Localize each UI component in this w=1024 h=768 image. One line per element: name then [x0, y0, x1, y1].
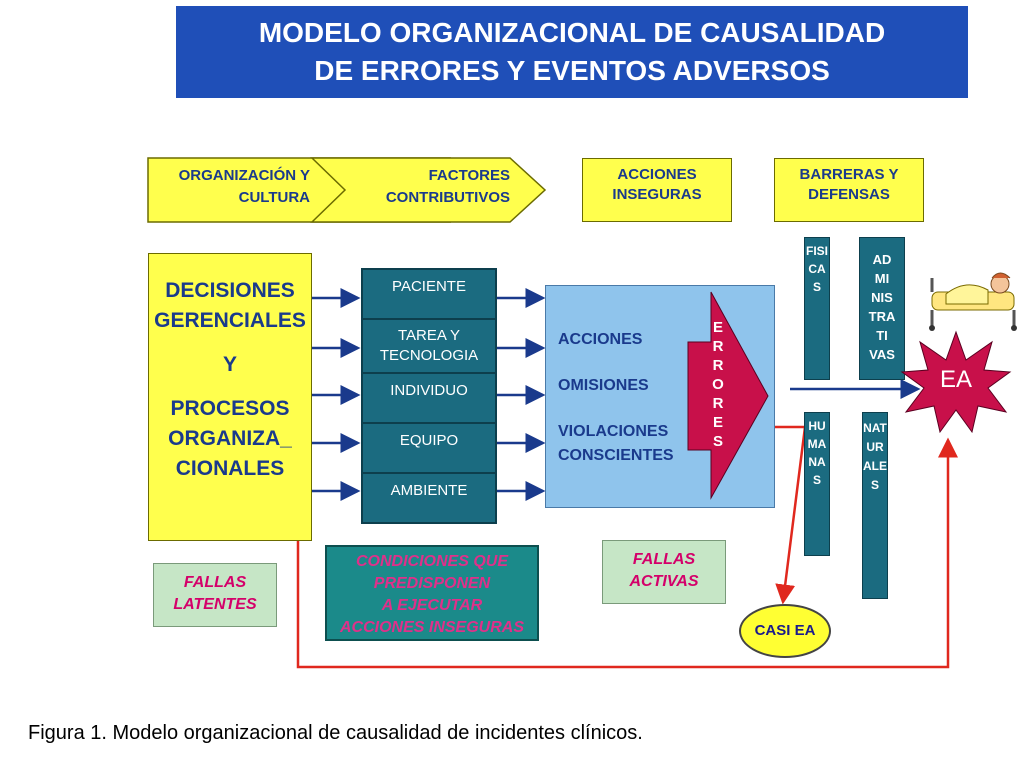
factor-tarea-line1: TAREA Y	[398, 327, 460, 344]
header-acciones-inseguras: ACCIONES INSEGURAS	[582, 158, 732, 222]
adm-line4: TRA	[868, 309, 896, 324]
fallas-latentes-line1: FALLAS	[183, 574, 247, 591]
adm-line2: MI	[874, 271, 890, 286]
decisiones-box: DECISIONES GERENCIALES Y PROCESOS ORGANI…	[148, 253, 312, 541]
barrier-naturales: NATURALES	[862, 412, 888, 599]
decisiones-line4: PROCESOS	[170, 397, 290, 420]
header-barreras-line1: BARRERAS Y	[799, 166, 899, 183]
omisiones-item: OMISIONES	[558, 377, 649, 394]
red-path-to-casi-ea	[770, 425, 807, 605]
fallas-activas-line1: FALLAS	[632, 551, 696, 568]
header-barreras-line2: DEFENSAS	[808, 186, 890, 203]
condiciones-line3: A EJECUTAR	[381, 597, 483, 614]
errores-arrow	[687, 291, 769, 500]
decisiones-line3: Y	[222, 353, 237, 376]
decisiones-line1: DECISIONES	[165, 279, 295, 302]
fallas-latentes-line2: LATENTES	[173, 596, 257, 613]
fallas-activas-label: FALLAS ACTIVAS	[602, 540, 726, 604]
errores-label: ERRORES	[712, 319, 724, 450]
header-acciones-line2: INSEGURAS	[612, 186, 702, 203]
violaciones-item-line2: CONSCIENTES	[558, 447, 674, 464]
factor-ambiente: AMBIENTE	[361, 472, 497, 524]
factor-paciente-label: PACIENTE	[392, 278, 466, 295]
factor-ambiente-label: AMBIENTE	[390, 482, 468, 499]
header-acciones-line1: ACCIONES	[617, 166, 697, 183]
red-path-latent-to-ea	[296, 437, 958, 669]
title-line-1: MODELO ORGANIZACIONAL DE CAUSALIDAD	[258, 17, 886, 48]
figure-caption: Figura 1. Modelo organizacional de causa…	[28, 722, 643, 744]
header-organizacion: ORGANIZACIÓN Y CULTURA	[150, 165, 310, 209]
factor-equipo-label: EQUIPO	[399, 432, 459, 449]
header-factores-line2: CONTRIBUTIVOS	[385, 189, 510, 206]
adm-line3: NIS	[871, 290, 893, 305]
fallas-latentes-label: FALLAS LATENTES	[153, 563, 277, 627]
condiciones-line2: PREDISPONEN	[373, 575, 491, 592]
decisiones-line2: GERENCIALES	[154, 309, 306, 332]
header-organizacion-line1: ORGANIZACIÓN Y	[178, 167, 310, 184]
header-organizacion-line2: CULTURA	[238, 189, 310, 206]
violaciones-item-line1: VIOLACIONES	[558, 423, 669, 440]
diagram-title: MODELO ORGANIZACIONAL DE CAUSALIDAD DE E…	[176, 6, 968, 98]
factor-paciente: PACIENTE	[361, 268, 497, 320]
patient-bed-icon	[929, 272, 1017, 331]
condiciones-line4: ACCIONES INSEGURAS	[339, 619, 525, 636]
header-factores-line1: FACTORES	[428, 167, 510, 184]
factor-individuo: INDIVIDUO	[361, 372, 497, 424]
ea-label: EA	[939, 366, 972, 393]
barrier-fisicas: FISICAS	[804, 237, 830, 380]
decisiones-line5: ORGANIZA_	[168, 427, 292, 450]
header-barreras-defensas: BARRERAS Y DEFENSAS	[774, 158, 924, 222]
acciones-list: ACCIONES OMISIONES VIOLACIONES CONSCIENT…	[558, 328, 674, 468]
casi-ea-ellipse: CASI EA	[739, 604, 831, 658]
header-factores: FACTORES CONTRIBUTIVOS	[360, 165, 510, 209]
condiciones-line1: CONDICIONES QUE	[355, 553, 508, 570]
adm-line6: VAS	[869, 347, 895, 362]
ea-starburst	[900, 330, 1012, 434]
barrier-administrativas: AD MI NIS TRA TI VAS	[859, 237, 905, 380]
title-line-2: DE ERRORES Y EVENTOS ADVERSOS	[314, 55, 830, 86]
adm-line1: AD	[872, 252, 892, 267]
acciones-item: ACCIONES	[558, 331, 643, 348]
factor-tarea-line2: TECNOLOGIA	[379, 347, 479, 364]
barrier-humanas: HUMANAS	[804, 412, 830, 556]
decisiones-line6: CIONALES	[175, 457, 285, 480]
factor-equipo: EQUIPO	[361, 422, 497, 474]
factor-individuo-label: INDIVIDUO	[390, 382, 468, 399]
factor-tarea: TAREA Y TECNOLOGIA	[361, 318, 497, 374]
header-chevrons	[147, 157, 547, 223]
fallas-activas-line2: ACTIVAS	[629, 573, 699, 590]
adm-line5: TI	[876, 328, 888, 343]
condiciones-label: CONDICIONES QUE PREDISPONEN A EJECUTAR A…	[325, 545, 539, 641]
